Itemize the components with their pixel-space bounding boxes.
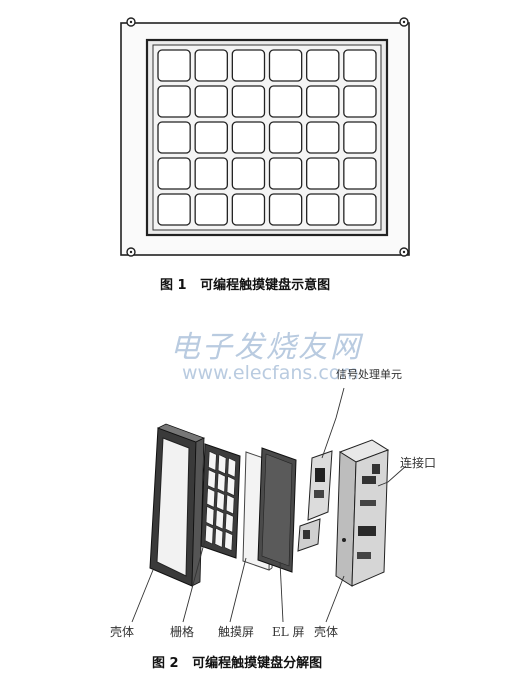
keypad-key: [306, 121, 340, 154]
el-screen-part: [257, 447, 297, 573]
keypad-key: [157, 121, 191, 154]
keypad-key: [343, 157, 377, 190]
figure-2-caption: 图 2 可编程触摸键盘分解图: [152, 656, 323, 671]
grid-cell: [217, 472, 226, 493]
grid-cell: [206, 487, 216, 508]
keypad-key: [268, 193, 303, 226]
keypad-key: [268, 85, 303, 118]
keypad-keys: [157, 49, 377, 226]
label-el-screen: EL 屏: [272, 625, 305, 639]
shell-frame-part: [149, 423, 206, 587]
figure-1: 图 1 可编程触摸键盘示意图: [0, 0, 524, 300]
screw-icon: [126, 247, 136, 257]
keypad-key: [157, 49, 191, 82]
grid-part: [200, 443, 241, 559]
keypad-key: [231, 157, 266, 190]
grid-cell: [215, 509, 224, 530]
screw-icon: [399, 17, 409, 27]
watermark-url: www.elecfans.com: [182, 362, 359, 384]
grid-cell: [205, 506, 215, 527]
keypad-key: [343, 121, 377, 154]
keypad-key: [268, 121, 303, 154]
label-touch-screen: 触摸屏: [218, 625, 255, 639]
grid-cell: [226, 475, 236, 496]
exploded-view-drawing: [131, 387, 407, 623]
keypad-key: [194, 193, 228, 226]
label-signal-unit: 信号处理单元: [336, 368, 402, 381]
keypad-key: [306, 193, 340, 226]
keypad-key: [343, 85, 377, 118]
grid-cell: [204, 524, 214, 545]
keypad-key: [231, 49, 266, 82]
keypad-key: [157, 85, 191, 118]
grid-cell: [207, 469, 216, 490]
grid-cell: [214, 527, 224, 548]
keypad-key: [268, 49, 303, 82]
label-shell-right: 壳体: [314, 625, 339, 639]
keypad-key: [343, 49, 377, 82]
keypad-grid-area: [152, 44, 382, 231]
grid-cell: [208, 450, 217, 471]
keypad-key: [306, 49, 340, 82]
figure-1-caption: 图 1 可编程触摸键盘示意图: [160, 278, 331, 293]
keypad-key: [194, 49, 228, 82]
keypad-drawing: [120, 17, 410, 257]
label-grid: 栅格: [170, 625, 195, 639]
keypad-key: [231, 121, 266, 154]
keypad-key: [231, 193, 266, 226]
figure-2: 电子发烧友网 www.elecfans.com 信号处理单元 连接口 壳体 栅格…: [0, 300, 524, 700]
screw-icon: [399, 247, 409, 257]
keypad-key: [157, 157, 191, 190]
label-connector: 连接口: [400, 456, 437, 470]
screw-icon: [126, 17, 136, 27]
keypad-key: [268, 157, 303, 190]
watermark-cn: 电子发烧友网: [170, 330, 362, 365]
keypad-key: [306, 85, 340, 118]
grid-cell: [216, 490, 225, 512]
keypad-key: [306, 157, 340, 190]
leader-lines: [131, 387, 407, 623]
keypad-key: [157, 193, 191, 226]
keypad-key: [194, 121, 228, 154]
keypad-key: [343, 193, 377, 226]
grid-cell: [224, 531, 233, 552]
shell-box-part: [335, 439, 390, 587]
grid-cell: [225, 512, 234, 533]
label-shell-left: 壳体: [110, 625, 135, 639]
grid-cell: [227, 457, 237, 478]
keypad-key: [194, 85, 228, 118]
keypad-key: [231, 85, 266, 118]
grid-cell: [217, 454, 227, 475]
signal-unit-part: [297, 450, 333, 552]
grid-cell: [225, 494, 235, 515]
keypad-key: [194, 157, 228, 190]
